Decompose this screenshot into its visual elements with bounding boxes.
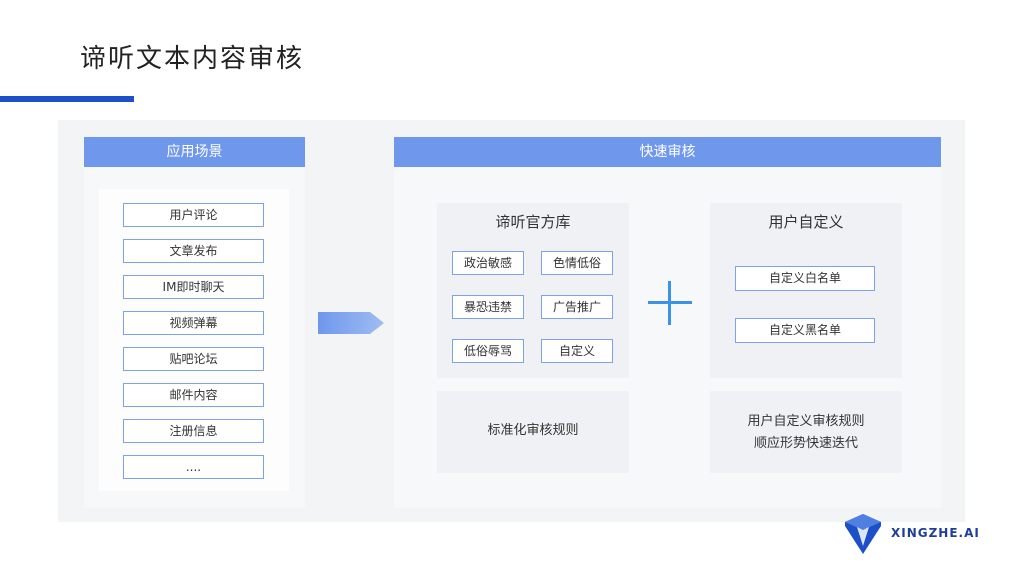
custom-note-line-2: 顺应形势快速迭代 <box>753 436 858 451</box>
official-library-panel: 谛听官方库 政治敏感 色情低俗 暴恐违禁 广告推广 低俗辱骂 自定义 <box>437 203 629 378</box>
scenario-item: 注册信息 <box>123 419 264 443</box>
custom-note-line-1: 用户自定义审核规则 <box>747 414 865 429</box>
custom-rules-title: 用户自定义 <box>768 213 844 231</box>
plus-icon <box>648 281 692 325</box>
category-tag: 低俗辱骂 <box>452 339 524 363</box>
title-underline-bar <box>0 96 134 102</box>
scenario-item: 用户评论 <box>123 203 264 227</box>
review-panel: 快速审核 谛听官方库 政治敏感 色情低俗 暴恐违禁 广告推广 低俗辱骂 自定义 … <box>394 137 941 508</box>
blacklist-tag: 自定义黑名单 <box>735 318 875 343</box>
shield-v-icon <box>845 514 881 554</box>
scenario-item: 文章发布 <box>123 239 264 263</box>
official-note: 标准化审核规则 <box>487 423 579 438</box>
flow-arrow-icon <box>318 312 384 334</box>
custom-note-panel: 用户自定义审核规则 顺应形势快速迭代 <box>710 391 902 473</box>
category-tag: 暴恐违禁 <box>452 295 524 319</box>
scenarios-list: 用户评论 文章发布 IM即时聊天 视频弹幕 贴吧论坛 邮件内容 注册信息 ...… <box>99 189 289 491</box>
category-tag: 色情低俗 <box>541 251 613 275</box>
brand-name: XINGZHE.AI <box>891 526 980 540</box>
scenario-item: IM即时聊天 <box>123 275 264 299</box>
scenario-item: 贴吧论坛 <box>123 347 264 371</box>
scenario-item: 邮件内容 <box>123 383 264 407</box>
custom-rules-panel: 用户自定义 自定义白名单 自定义黑名单 <box>710 203 902 378</box>
page-title: 谛听文本内容审核 <box>80 44 305 74</box>
scenario-item: .... <box>123 455 264 479</box>
category-tag: 政治敏感 <box>452 251 524 275</box>
scenarios-header: 应用场景 <box>84 137 305 167</box>
official-note-panel: 标准化审核规则 <box>437 391 629 473</box>
scenarios-panel: 应用场景 用户评论 文章发布 IM即时聊天 视频弹幕 贴吧论坛 邮件内容 注册信… <box>84 137 305 508</box>
whitelist-tag: 自定义白名单 <box>735 266 875 291</box>
scenario-item: 视频弹幕 <box>123 311 264 335</box>
review-header: 快速审核 <box>394 137 941 167</box>
official-library-title: 谛听官方库 <box>495 213 571 231</box>
category-tag: 广告推广 <box>541 295 613 319</box>
category-tag: 自定义 <box>541 339 613 363</box>
